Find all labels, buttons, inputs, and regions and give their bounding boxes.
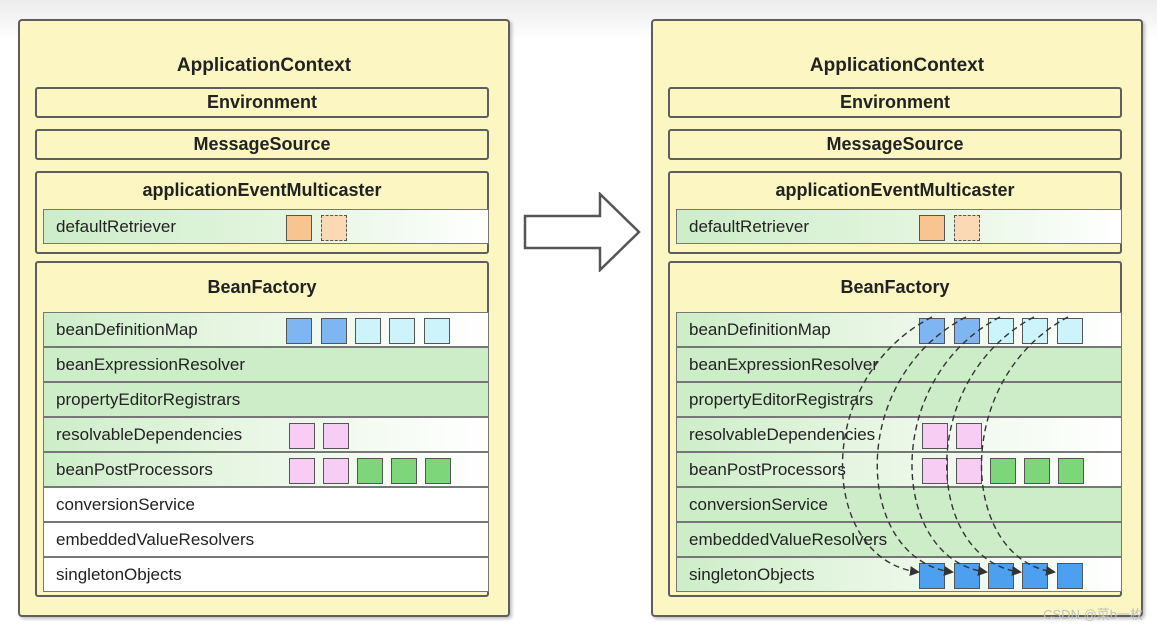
environment-box: Environment [668,87,1122,118]
listener-placeholder-square [954,215,980,241]
row-label: beanExpressionResolver [56,355,245,374]
row-label: propertyEditorRegistrars [689,390,874,409]
post-processor-square [990,458,1016,484]
post-processor-square [289,458,315,484]
default-retriever-row: defaultRetriever [676,209,1122,244]
row-label: conversionService [689,495,828,514]
application-context-title: ApplicationContext [176,55,352,76]
post-processor-square [425,458,451,484]
default-retriever-row: defaultRetriever [43,209,489,244]
singleton-square [988,563,1014,589]
post-processor-square [922,458,948,484]
post-processor-square [323,458,349,484]
row-label: embeddedValueResolvers [56,530,255,549]
row-label: beanPostProcessors [689,460,846,479]
dependency-square [922,423,948,449]
bean-definition-square [1057,318,1083,344]
watermark: CSDN @菜b一枚 [1043,607,1143,622]
event-multicaster-title: applicationEventMulticaster [142,180,382,200]
singleton-square [1057,563,1083,589]
row-label: beanDefinitionMap [689,320,831,339]
right-application-context-panel: ApplicationContext Environment MessageSo… [651,19,1143,617]
dependency-square [323,423,349,449]
row-label: propertyEditorRegistrars [56,390,241,409]
bean-definition-square [1022,318,1048,344]
conversion-service-row: conversionService [43,487,489,522]
left-application-context-panel: ApplicationContext Environment MessageSo… [18,19,510,617]
right-arrow-icon [523,192,641,272]
post-processor-square [1058,458,1084,484]
listener-square [286,215,312,241]
post-processor-square [1024,458,1050,484]
bean-definition-square [424,318,450,344]
row-label: beanExpressionResolver [689,355,878,374]
bean-definition-square [954,318,980,344]
embedded-value-resolvers-row: embeddedValueResolvers [676,522,1122,557]
bean-definition-square [286,318,312,344]
bean-post-processors-row: beanPostProcessors [676,452,1122,487]
bean-definition-square [321,318,347,344]
bean-factory-title: BeanFactory [207,277,317,297]
singleton-square [1022,563,1048,589]
singleton-objects-row: singletonObjects [676,557,1122,592]
message-source-box: MessageSource [35,129,489,160]
row-label: embeddedValueResolvers [689,530,888,549]
bean-definition-square [919,318,945,344]
resolvable-dependencies-row: resolvableDependencies [676,417,1122,452]
row-label: beanDefinitionMap [56,320,198,339]
message-source-box: MessageSource [668,129,1122,160]
singleton-objects-row: singletonObjects [43,557,489,592]
environment-box: Environment [35,87,489,118]
property-editor-registrars-row: propertyEditorRegistrars [43,382,489,417]
bean-definition-square [988,318,1014,344]
default-retriever-label: defaultRetriever [56,217,177,236]
event-multicaster-title: applicationEventMulticaster [775,180,1015,200]
bean-post-processors-row: beanPostProcessors [43,452,489,487]
bean-factory-box: BeanFactory beanDefinitionMap beanExpres… [35,261,489,597]
bean-definition-square [355,318,381,344]
resolvable-dependencies-row: resolvableDependencies [43,417,489,452]
bean-expression-resolver-row: beanExpressionResolver [676,347,1122,382]
event-multicaster-box: applicationEventMulticaster defaultRetri… [668,171,1122,254]
event-multicaster-box: applicationEventMulticaster defaultRetri… [35,171,489,254]
embedded-value-resolvers-row: embeddedValueResolvers [43,522,489,557]
conversion-service-row: conversionService [676,487,1122,522]
row-label: singletonObjects [56,565,182,584]
bean-factory-box: BeanFactory beanDefinitionMap beanExpres… [668,261,1122,597]
singleton-square [954,563,980,589]
dependency-square [956,423,982,449]
row-label: resolvableDependencies [56,425,243,444]
bean-definition-map-row: beanDefinitionMap [676,312,1122,347]
post-processor-square [956,458,982,484]
listener-square [919,215,945,241]
application-context-title: ApplicationContext [809,55,985,76]
property-editor-registrars-row: propertyEditorRegistrars [676,382,1122,417]
bean-definition-map-row: beanDefinitionMap [43,312,489,347]
bean-factory-title: BeanFactory [840,277,950,297]
row-label: singletonObjects [689,565,815,584]
row-label: beanPostProcessors [56,460,213,479]
dependency-square [289,423,315,449]
row-label: conversionService [56,495,195,514]
post-processor-square [391,458,417,484]
singleton-square [919,563,945,589]
listener-placeholder-square [321,215,347,241]
bean-expression-resolver-row: beanExpressionResolver [43,347,489,382]
bean-definition-square [389,318,415,344]
default-retriever-label: defaultRetriever [689,217,810,236]
row-label: resolvableDependencies [689,425,876,444]
post-processor-square [357,458,383,484]
